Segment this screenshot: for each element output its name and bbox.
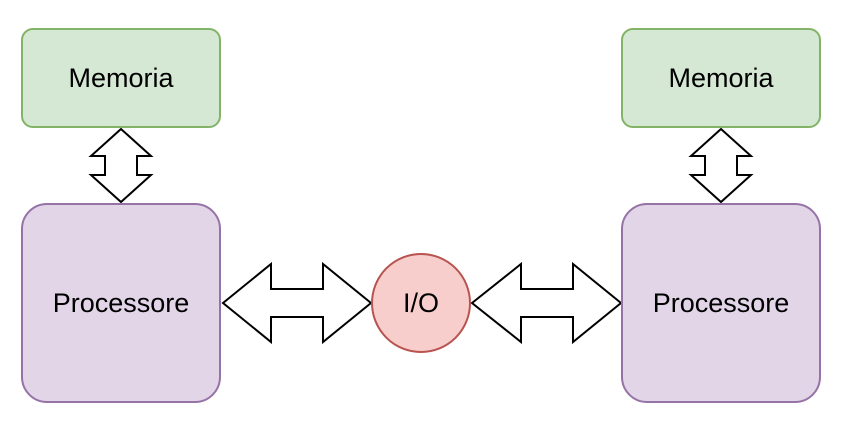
processor-right-node: Processore xyxy=(621,203,821,403)
memory-processor-left-arrow xyxy=(88,127,154,204)
memory-right-node: Memoria xyxy=(621,28,821,128)
io-node: I/O xyxy=(371,253,471,353)
memory-left-node: Memoria xyxy=(21,28,221,128)
io-label: I/O xyxy=(402,287,439,318)
processor-right-label: Processore xyxy=(652,287,790,318)
processor-left-node: Processore xyxy=(21,203,221,403)
memory-processor-right-arrow xyxy=(688,127,754,204)
memory-right-label: Memoria xyxy=(668,62,774,93)
processor-left-label: Processore xyxy=(52,287,190,318)
memory-left-label: Memoria xyxy=(68,62,174,93)
io-processor-right-arrow xyxy=(470,261,623,345)
processor-io-left-arrow xyxy=(221,261,373,345)
